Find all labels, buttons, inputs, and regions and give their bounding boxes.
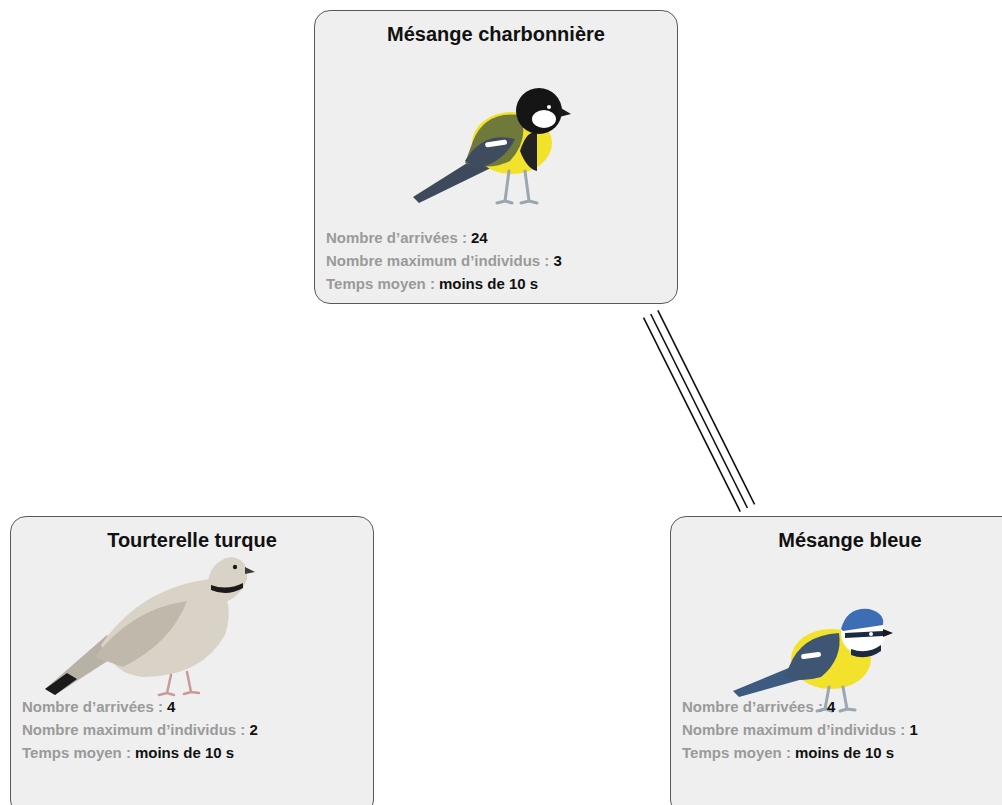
stat-value: moins de 10 s	[795, 744, 894, 761]
stat-label: Nombre maximum d’individus :	[22, 721, 245, 738]
species-name: Tourterelle turque	[11, 529, 373, 552]
stat-row: Temps moyen :moins de 10 s	[682, 741, 918, 764]
stat-label: Temps moyen :	[326, 275, 435, 292]
stat-value: moins de 10 s	[439, 275, 538, 292]
link-strand	[651, 314, 748, 508]
stat-value: 3	[553, 252, 561, 269]
bird-illustration	[11, 517, 353, 805]
stat-row: Nombre d’arrivées :4	[22, 695, 258, 718]
species-name: Mésange bleue	[671, 529, 1002, 552]
stat-value: moins de 10 s	[135, 744, 234, 761]
stat-value: 24	[471, 229, 488, 246]
species-name: Mésange charbonnière	[315, 23, 677, 46]
stat-row: Temps moyen :moins de 10 s	[22, 741, 258, 764]
stat-row: Nombre maximum d’individus :2	[22, 718, 258, 741]
stats-block: Nombre d’arrivées :24Nombre maximum d’in…	[326, 226, 562, 295]
stat-value: 4	[827, 698, 835, 715]
species-card: Tourterelle turqueNombre d’arrivées :4No…	[10, 516, 374, 805]
link-strand	[658, 310, 755, 504]
stats-block: Nombre d’arrivées :4Nombre maximum d’ind…	[682, 695, 918, 764]
link-strand	[644, 318, 741, 512]
stat-row: Nombre d’arrivées :4	[682, 695, 918, 718]
species-card: Mésange charbonnièreNombre d’arrivées :2…	[314, 10, 678, 304]
stat-row: Nombre maximum d’individus :3	[326, 249, 562, 272]
stat-label: Temps moyen :	[22, 744, 131, 761]
stat-row: Nombre maximum d’individus :1	[682, 718, 918, 741]
triple-link	[644, 310, 755, 511]
stats-block: Nombre d’arrivées :4Nombre maximum d’ind…	[22, 695, 258, 764]
stat-row: Nombre d’arrivées :24	[326, 226, 562, 249]
stat-value: 1	[909, 721, 917, 738]
species-card: Mésange bleueNombre d’arrivées :4Nombre …	[670, 516, 1002, 805]
stat-row: Temps moyen :moins de 10 s	[326, 272, 562, 295]
stat-label: Nombre d’arrivées :	[682, 698, 823, 715]
stat-label: Nombre maximum d’individus :	[682, 721, 905, 738]
stat-value: 4	[167, 698, 175, 715]
bird-illustration	[671, 517, 1002, 805]
stat-label: Temps moyen :	[682, 744, 791, 761]
stat-value: 2	[249, 721, 257, 738]
stat-label: Nombre d’arrivées :	[22, 698, 163, 715]
stat-label: Nombre maximum d’individus :	[326, 252, 549, 269]
stat-label: Nombre d’arrivées :	[326, 229, 467, 246]
